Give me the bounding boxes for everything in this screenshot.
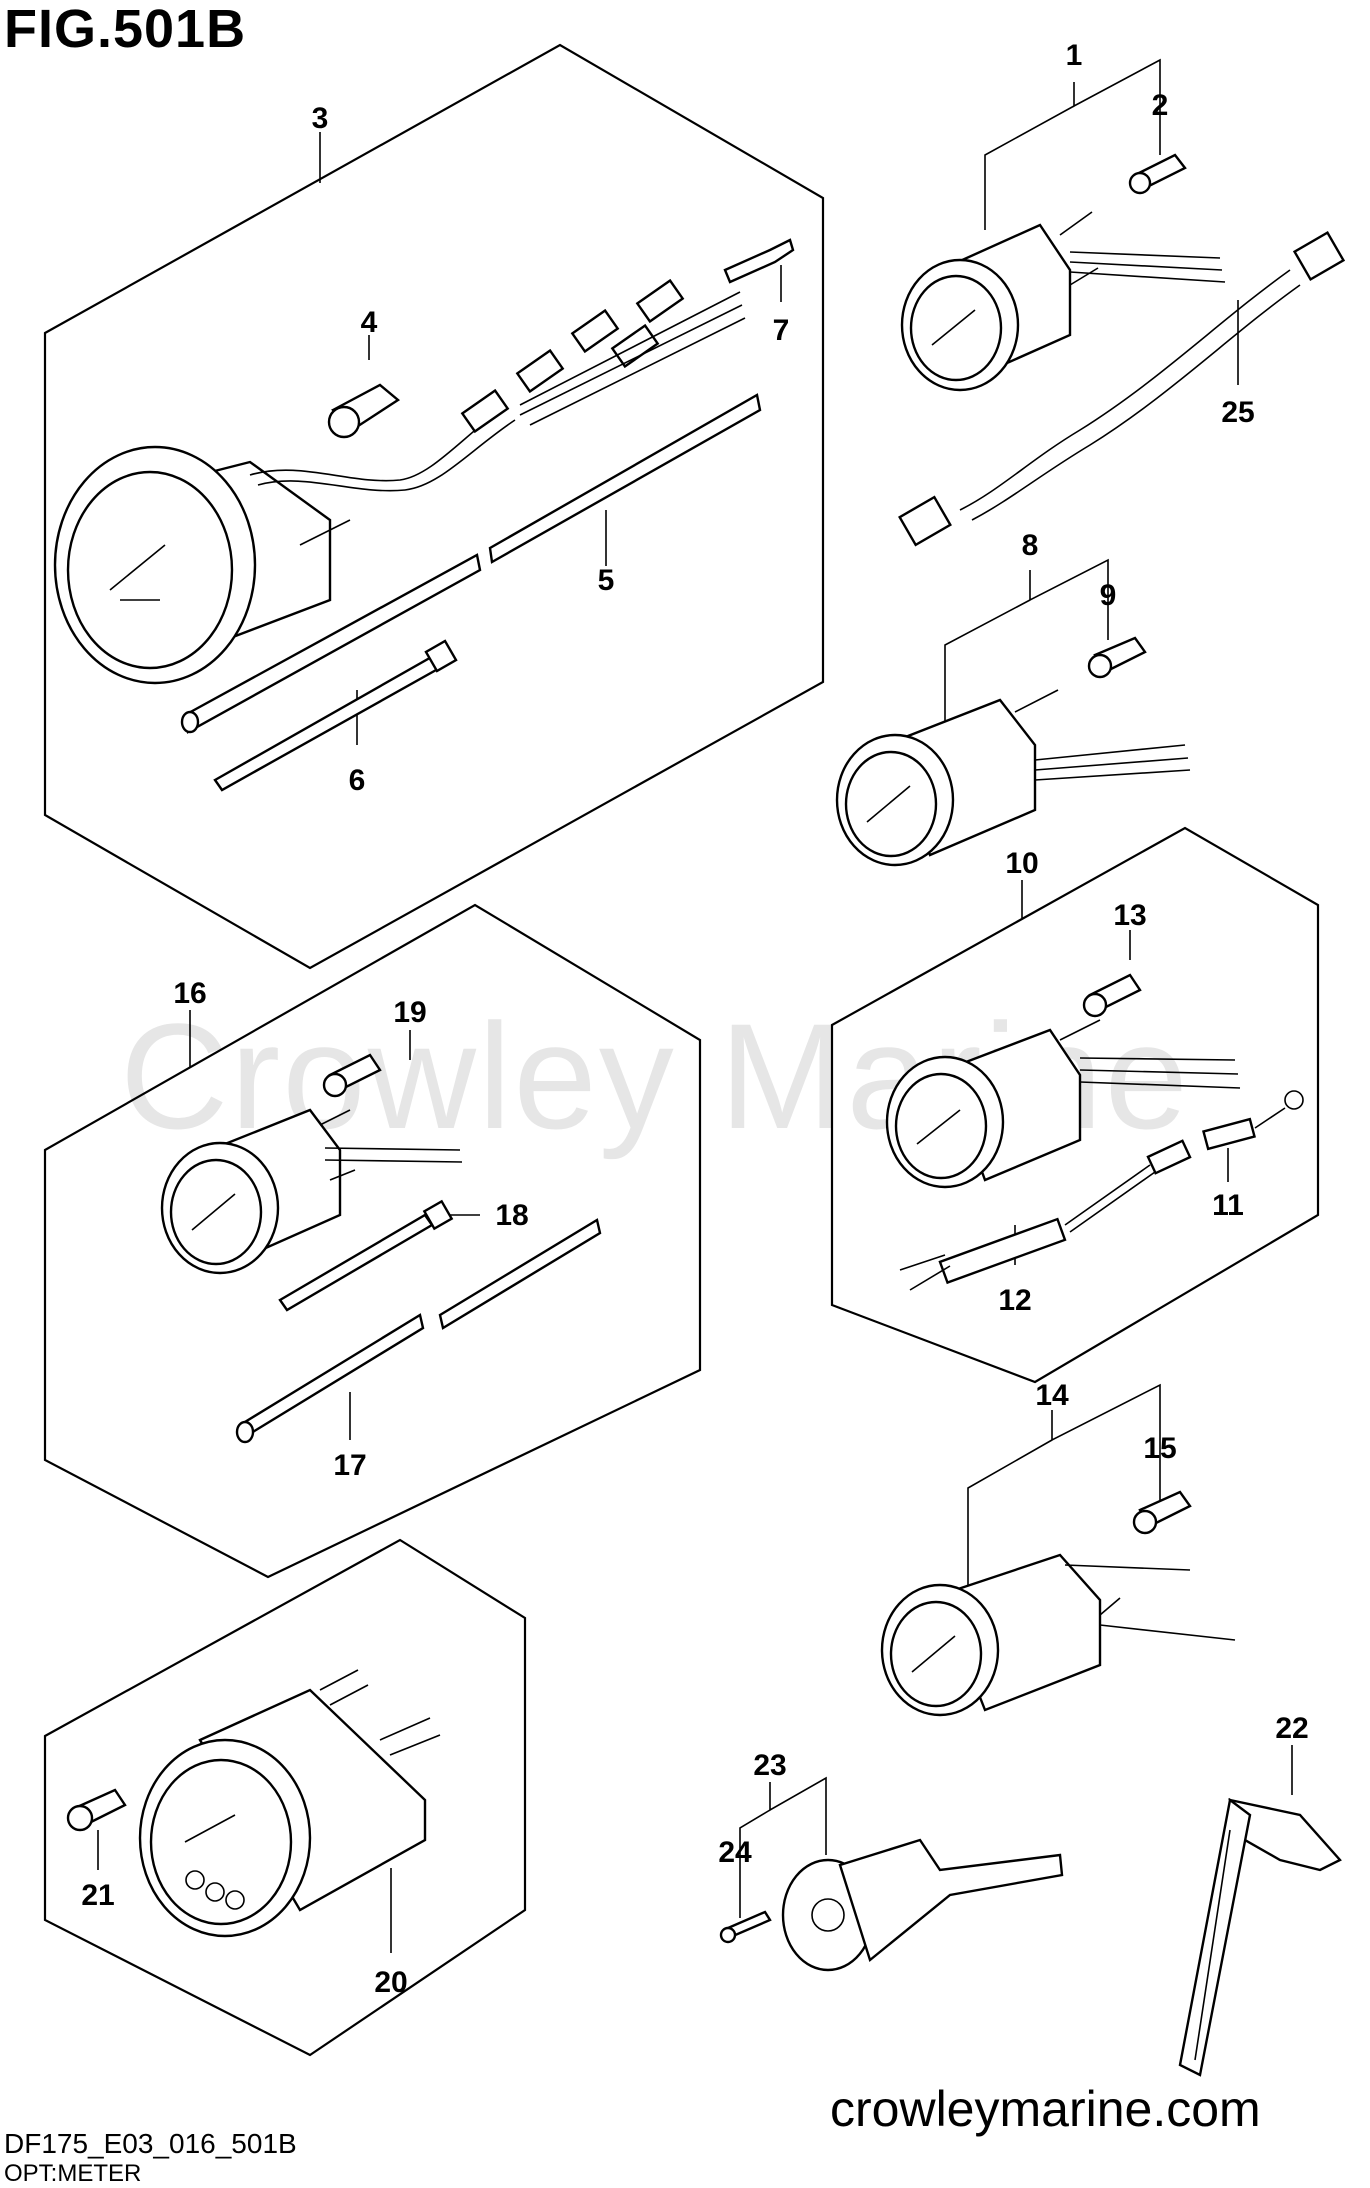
callout-5: 5	[598, 564, 615, 597]
part-15-bulb	[1132, 1490, 1192, 1535]
callout-19: 19	[393, 996, 426, 1029]
part-14-gauge	[880, 1553, 1236, 1717]
part-24-screw	[719, 1910, 772, 1944]
callout-4: 4	[361, 306, 378, 339]
callout-3: 3	[312, 102, 329, 135]
callout-22: 22	[1275, 1712, 1308, 1745]
callout-9: 9	[1100, 579, 1117, 612]
leader-lines	[97, 58, 1293, 1953]
callout-8: 8	[1022, 529, 1039, 562]
part-7-pin	[723, 238, 795, 284]
group-box-20	[43, 1538, 527, 2057]
part-23-holder	[781, 1838, 1064, 1972]
group-box-16	[43, 903, 702, 1579]
group-box-3	[43, 43, 825, 970]
callout-16: 16	[173, 977, 206, 1010]
part-21-bulb	[66, 1788, 127, 1832]
callout-1: 1	[1066, 39, 1083, 72]
figure-title: FIG.501B	[4, 0, 247, 59]
part-2-bulb	[1128, 153, 1187, 195]
part-1-gauge	[900, 211, 1226, 392]
part-22-bracket	[1178, 1797, 1342, 2077]
part-3-gauge	[53, 409, 516, 685]
part-4-bulb	[327, 383, 401, 439]
callout-11: 11	[1212, 1189, 1244, 1222]
part-12-lead	[899, 1139, 1192, 1291]
part-10-gauge	[885, 1019, 1241, 1189]
part-8-gauge	[835, 689, 1191, 867]
callout-23: 23	[753, 1749, 786, 1782]
callout-21: 21	[81, 1879, 114, 1912]
part-5-tube	[180, 393, 762, 734]
callout-15: 15	[1143, 1432, 1176, 1465]
callout-6: 6	[349, 764, 366, 797]
callout-25: 25	[1221, 396, 1254, 429]
part-9-bulb	[1087, 636, 1147, 679]
part-6-tie	[213, 639, 458, 792]
group-box-10	[830, 826, 1320, 1384]
callout-24: 24	[718, 1836, 752, 1869]
part-11-lead	[1202, 1090, 1304, 1151]
part-20-gauge	[138, 1669, 441, 1938]
part-19-bulb	[322, 1053, 382, 1098]
part-3-harness	[460, 278, 746, 434]
figure-code: DF175_E03_016_501B	[4, 2128, 297, 2159]
part-17-tube	[235, 1218, 602, 1444]
callout-20: 20	[374, 1966, 407, 1999]
section-label: OPT:METER	[4, 2160, 142, 2187]
callout-18: 18	[495, 1199, 528, 1232]
callout-2: 2	[1152, 89, 1169, 122]
callout-labels: 1 2 3 4 5 6 7 8 9 10 11 12 13 14 15 16 1…	[81, 39, 1308, 1999]
part-18-tie	[278, 1199, 454, 1312]
callout-12: 12	[998, 1284, 1031, 1317]
site-url[interactable]: crowleymarine.com	[830, 2081, 1261, 2137]
callout-10: 10	[1005, 847, 1038, 880]
part-13-bulb	[1082, 973, 1142, 1018]
part-16-gauge	[160, 1108, 463, 1275]
callout-17: 17	[333, 1449, 366, 1482]
callout-13: 13	[1113, 899, 1146, 932]
callout-14: 14	[1035, 1379, 1069, 1412]
part-25-harness	[898, 231, 1346, 547]
callout-7: 7	[773, 314, 790, 347]
